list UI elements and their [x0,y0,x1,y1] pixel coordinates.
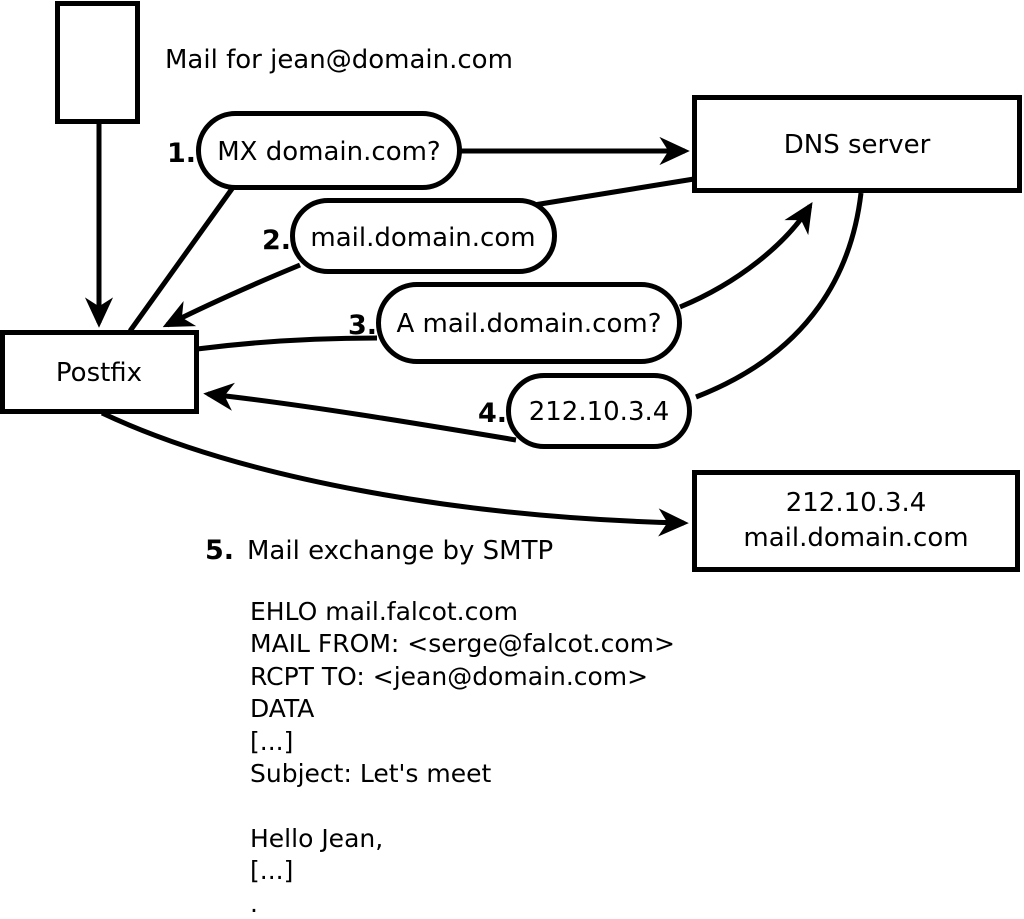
dns-server-box [692,95,1022,193]
mail-exchanger-box [692,470,1020,572]
arrow-reply1-to-postfix [162,262,301,328]
dns-server-label: DNS server [784,130,931,160]
step-4-number: 4. [478,398,507,429]
mail-exchanger-label-ip: 212.10.3.4 [786,488,927,518]
pill-query-mx [196,111,462,190]
arrow-query2-to-dns [679,201,813,310]
postfix-label: Postfix [56,358,142,388]
line-postfix-to-query2 [196,335,378,352]
arrow-reply2-to-postfix [203,382,517,443]
pill-reply-mx [290,198,557,274]
step-1-label: MX domain.com? [217,137,440,167]
mail-message-box [55,1,140,124]
line-query1-to-postfix [127,184,237,333]
step-1-number: 1. [167,138,196,169]
step-5-label: Mail exchange by SMTP [247,536,553,566]
arrow-postfix-to-mail-exchanger-smtp [100,410,689,537]
step-2-label: mail.domain.com [310,223,535,253]
step-3-number: 3. [348,310,377,341]
postfix-box [0,330,199,414]
pill-query-a [376,282,682,364]
step-4-label: 212.10.3.4 [529,397,670,427]
step-3-label: A mail.domain.com? [397,309,662,339]
line-dns-to-reply1 [533,176,695,208]
diagram-title: Mail for jean@domain.com [165,45,513,75]
line-dns-to-reply2 [695,192,864,400]
step-5-number: 5. [205,535,234,566]
step-2-number: 2. [262,225,291,256]
pill-reply-a [506,373,692,449]
mail-exchanger-label-host: mail.domain.com [743,523,968,553]
smtp-session-text: EHLO mail.falcot.com MAIL FROM: <serge@f… [250,597,675,918]
